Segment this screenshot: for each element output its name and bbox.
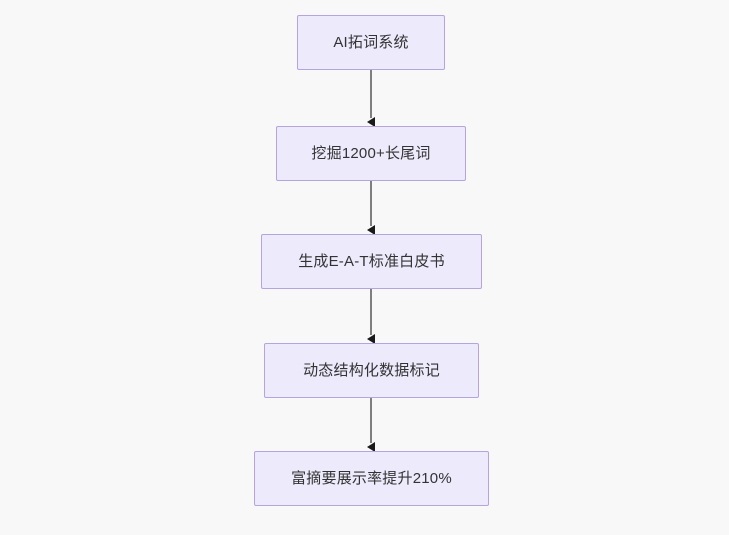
- flow-node-dynamic-structured-data-markup[interactable]: 动态结构化数据标记: [264, 343, 479, 398]
- flow-node-label: 富摘要展示率提升210%: [291, 470, 452, 487]
- flow-node-label: 生成E-A-T标准白皮书: [298, 253, 445, 270]
- flow-node-generate-eat-whitepaper[interactable]: 生成E-A-T标准白皮书: [261, 234, 482, 289]
- flow-node-rich-snippet-impression-uplift[interactable]: 富摘要展示率提升210%: [254, 451, 489, 506]
- flow-node-label: 挖掘1200+长尾词: [311, 145, 431, 162]
- flow-node-label: 动态结构化数据标记: [303, 362, 440, 379]
- flow-node-ai-keyword-system[interactable]: AI拓词系统: [297, 15, 445, 70]
- flow-node-mine-longtail-keywords[interactable]: 挖掘1200+长尾词: [276, 126, 466, 181]
- flow-node-label: AI拓词系统: [333, 34, 409, 51]
